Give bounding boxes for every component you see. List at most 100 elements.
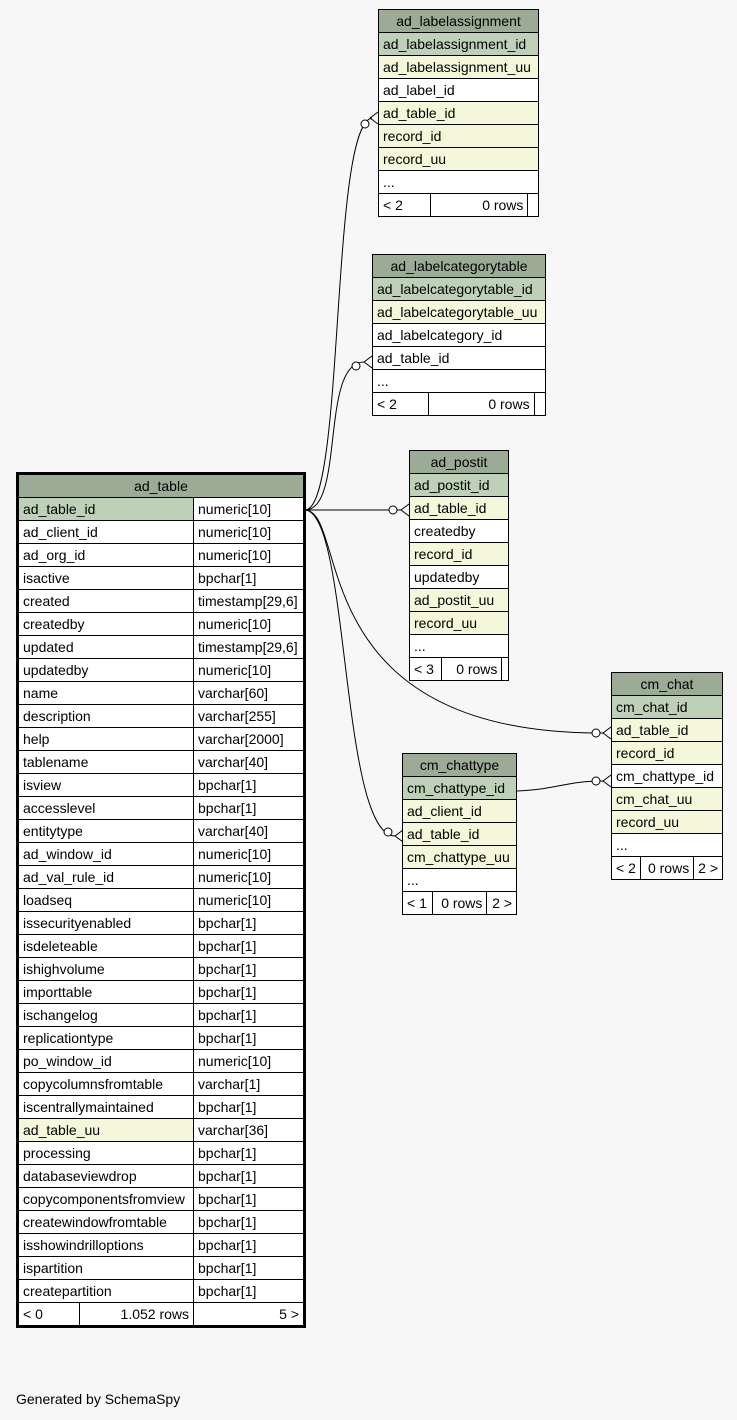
column-name[interactable]: record_uu (378, 147, 539, 171)
column-name[interactable]: isactive (17, 566, 194, 590)
column-name[interactable]: copycolumnsfromtable (17, 1072, 194, 1096)
column-name[interactable]: ... (378, 170, 539, 194)
column-name[interactable]: ad_labelassignment_uu (378, 55, 539, 79)
table-title[interactable]: ad_labelassignment (378, 9, 539, 33)
column-name[interactable]: ad_labelcategory_id (372, 323, 546, 347)
column-row[interactable]: ad_labelassignment_id (378, 32, 539, 56)
column-name[interactable]: tablename (17, 750, 194, 774)
table-title[interactable]: ad_labelcategorytable (372, 254, 546, 278)
column-name[interactable]: createwindowfromtable (17, 1210, 194, 1234)
column-name[interactable]: ishighvolume (17, 957, 194, 981)
column-name[interactable]: updated (17, 635, 194, 659)
parents-link[interactable]: < 2 (371, 392, 430, 416)
column-name[interactable]: record_uu (409, 611, 509, 635)
column-name[interactable]: ad_table_id (402, 822, 517, 846)
parents-link[interactable]: < 3 (408, 657, 443, 681)
column-name[interactable]: ad_labelcategorytable_uu (372, 300, 546, 324)
children-link[interactable]: 5 > (193, 1302, 305, 1327)
column-name[interactable]: description (17, 704, 194, 728)
column-row[interactable]: ... (402, 868, 517, 892)
column-name[interactable]: processing (17, 1141, 194, 1165)
column-row[interactable]: record_id (611, 741, 723, 765)
column-row[interactable]: ad_table_id (378, 101, 539, 125)
column-name[interactable]: ad_labelcategorytable_id (372, 277, 546, 301)
column-name[interactable]: createpartition (17, 1279, 194, 1303)
column-row[interactable]: ... (409, 634, 509, 658)
column-name[interactable]: loadseq (17, 888, 194, 912)
column-row[interactable]: record_id (378, 124, 539, 148)
column-name[interactable]: iscentrallymaintained (17, 1095, 194, 1119)
column-row[interactable]: record_uu (611, 810, 723, 834)
column-name[interactable]: entitytype (17, 819, 194, 843)
column-name[interactable]: ispartition (17, 1256, 194, 1280)
column-name[interactable]: ... (402, 868, 517, 892)
column-name[interactable]: createdby (409, 519, 509, 543)
column-name[interactable]: ad_label_id (378, 78, 539, 102)
column-name[interactable]: isdeleteable (17, 934, 194, 958)
column-name[interactable]: updatedby (17, 658, 194, 682)
column-name[interactable]: createdby (17, 612, 194, 636)
column-name[interactable]: isshowindrilloptions (17, 1233, 194, 1257)
column-name[interactable]: po_window_id (17, 1049, 194, 1073)
children-link[interactable] (501, 657, 509, 681)
column-row[interactable]: updatedby (409, 565, 509, 589)
parents-link[interactable]: < 1 (402, 891, 433, 915)
column-name[interactable]: ad_table_id (409, 496, 509, 520)
column-name[interactable]: record_id (378, 124, 539, 148)
column-row[interactable]: cm_chat_uu (611, 787, 723, 811)
column-name[interactable]: ad_table_uu (17, 1118, 194, 1142)
parents-link[interactable]: < 2 (611, 856, 641, 880)
column-name[interactable]: ad_table_id (372, 346, 546, 370)
column-name[interactable]: cm_chattype_uu (402, 845, 517, 869)
column-name[interactable]: ad_window_id (17, 842, 194, 866)
column-name[interactable]: ad_org_id (17, 543, 194, 567)
column-name[interactable]: ad_table_id (17, 497, 194, 521)
column-name[interactable]: ad_table_id (611, 718, 723, 742)
column-row[interactable]: ad_table_id (409, 496, 509, 520)
parents-link[interactable]: < 2 (377, 193, 432, 217)
column-name[interactable]: issecurityenabled (17, 911, 194, 935)
column-row[interactable]: ad_table_id (402, 822, 517, 846)
table-title[interactable]: ad_postit (409, 450, 509, 474)
column-name[interactable]: replicationtype (17, 1026, 194, 1050)
children-link[interactable]: 2 > (693, 856, 723, 880)
column-name[interactable]: ad_postit_id (409, 473, 509, 497)
column-name[interactable]: databaseviewdrop (17, 1164, 194, 1188)
column-name[interactable]: ad_labelassignment_id (378, 32, 539, 56)
column-name[interactable]: ... (372, 369, 546, 393)
column-name[interactable]: ... (611, 833, 723, 857)
table-title[interactable]: cm_chattype (402, 753, 517, 777)
column-row[interactable]: ad_labelcategorytable_uu (372, 300, 546, 324)
column-row[interactable]: ad_table_id (372, 346, 546, 370)
column-name[interactable]: ischangelog (17, 1003, 194, 1027)
column-name[interactable]: ad_client_id (402, 799, 517, 823)
column-name[interactable]: accesslevel (17, 796, 194, 820)
column-name[interactable]: copycomponentsfromview (17, 1187, 194, 1211)
column-row[interactable]: ad_labelcategorytable_id (372, 277, 546, 301)
column-row[interactable]: createdby (409, 519, 509, 543)
column-name[interactable]: ad_val_rule_id (17, 865, 194, 889)
